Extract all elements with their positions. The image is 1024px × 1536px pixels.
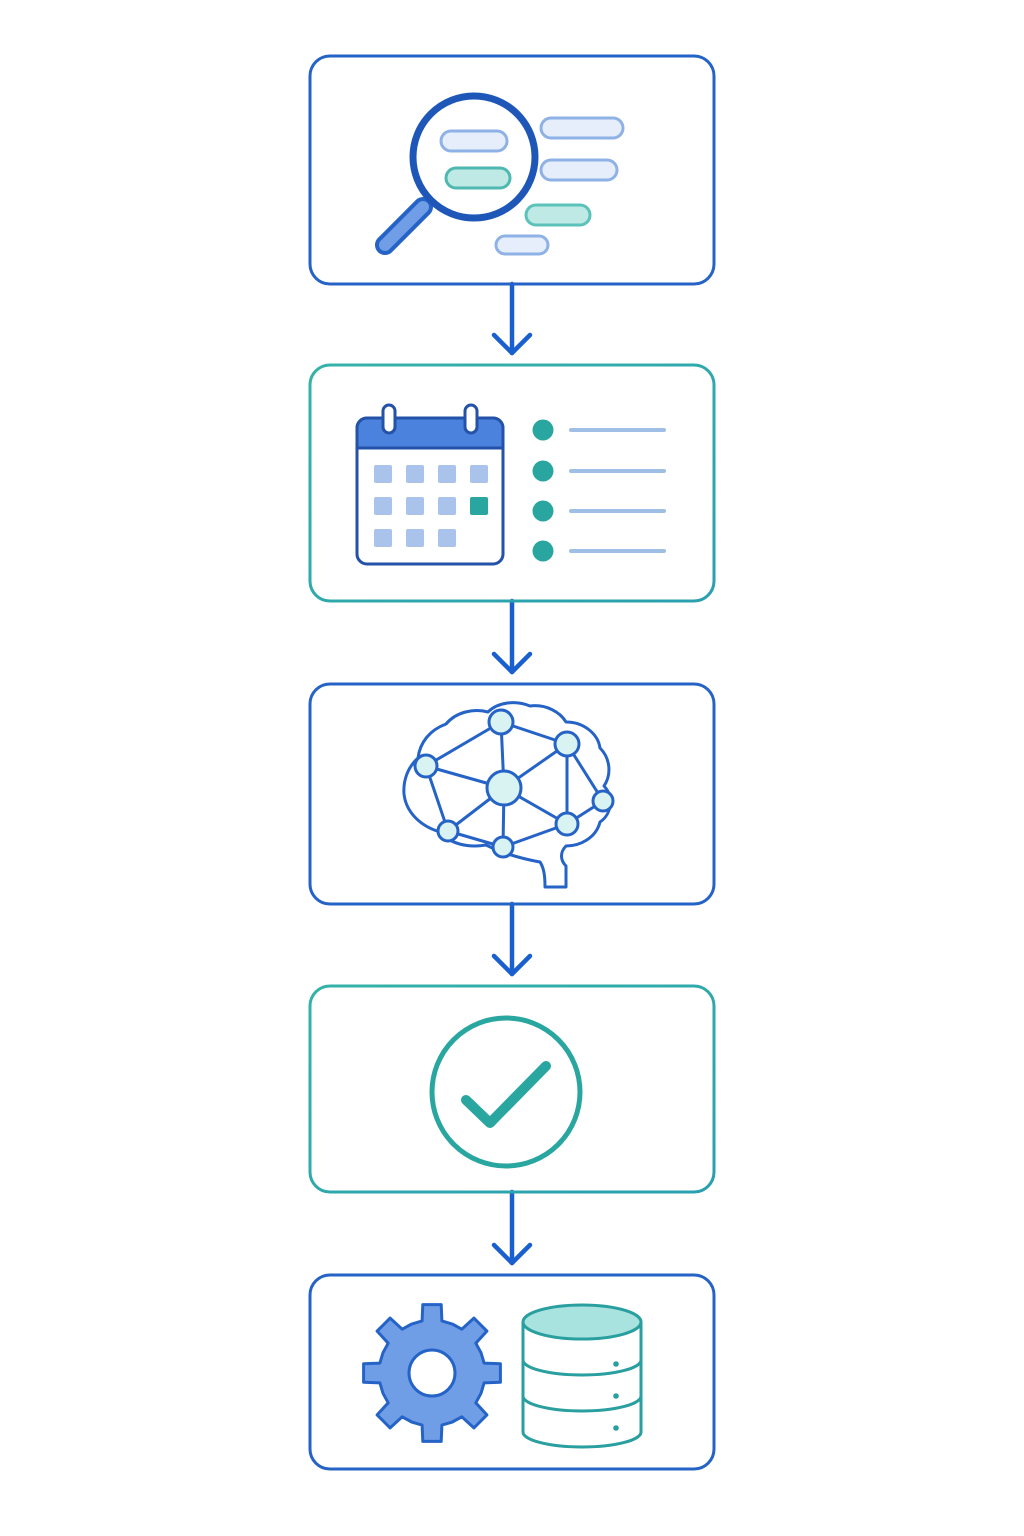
step-boxes [308, 54, 716, 1471]
database-icon [521, 1303, 643, 1449]
list-bar [494, 234, 550, 256]
neural-node [591, 789, 615, 813]
checkmark-icon [461, 1061, 551, 1128]
calendar-day [374, 529, 392, 547]
arrow-schedule-to-analyze [491, 598, 533, 675]
checklist-item [532, 419, 666, 441]
calendar-icon [355, 403, 505, 566]
step-box-deploy [308, 1273, 716, 1471]
neural-node [554, 811, 580, 837]
neural-node [413, 753, 439, 779]
step-box-search [308, 54, 716, 286]
calendar-day [438, 529, 456, 547]
neural-node [487, 708, 515, 736]
calendar-with-checklist-icon [355, 403, 666, 566]
calendar-day [438, 465, 456, 483]
list-bar [539, 158, 619, 182]
neural-nodes [413, 708, 615, 859]
checklist-item [532, 540, 666, 562]
neural-node [436, 819, 460, 843]
neural-brain-icon [402, 701, 615, 889]
connector-arrows [491, 281, 533, 1266]
checklist-icon [532, 419, 666, 562]
calendar-highlight-day [470, 497, 488, 515]
calendar-day [438, 497, 456, 515]
calendar-day [374, 497, 392, 515]
neural-node [553, 730, 581, 758]
arrow-validate-to-deploy [491, 1189, 533, 1266]
brain-outline [402, 701, 612, 889]
arrow-search-to-schedule [491, 281, 533, 356]
calendar-day [374, 465, 392, 483]
list-bar [539, 116, 625, 140]
calendar-day [406, 497, 424, 515]
neural-node [485, 769, 523, 807]
magnifier-lens [409, 92, 539, 222]
step-box-analyze [308, 682, 716, 906]
calendar-day [470, 465, 488, 483]
magnifier-over-list-icon [375, 92, 625, 256]
neural-node [491, 835, 515, 859]
step-box-schedule [308, 363, 716, 603]
calendar-day [406, 465, 424, 483]
calendar-grid [374, 465, 488, 547]
checklist-item [532, 460, 666, 482]
calendar-day [406, 529, 424, 547]
checkmark-circle-icon [429, 1015, 583, 1169]
neural-link [425, 720, 502, 768]
step-box-validate [308, 984, 716, 1194]
gear-and-database-icon [362, 1303, 643, 1449]
checklist-item [532, 500, 666, 522]
list-bar [524, 203, 592, 227]
arrow-analyze-to-validate [491, 901, 533, 977]
